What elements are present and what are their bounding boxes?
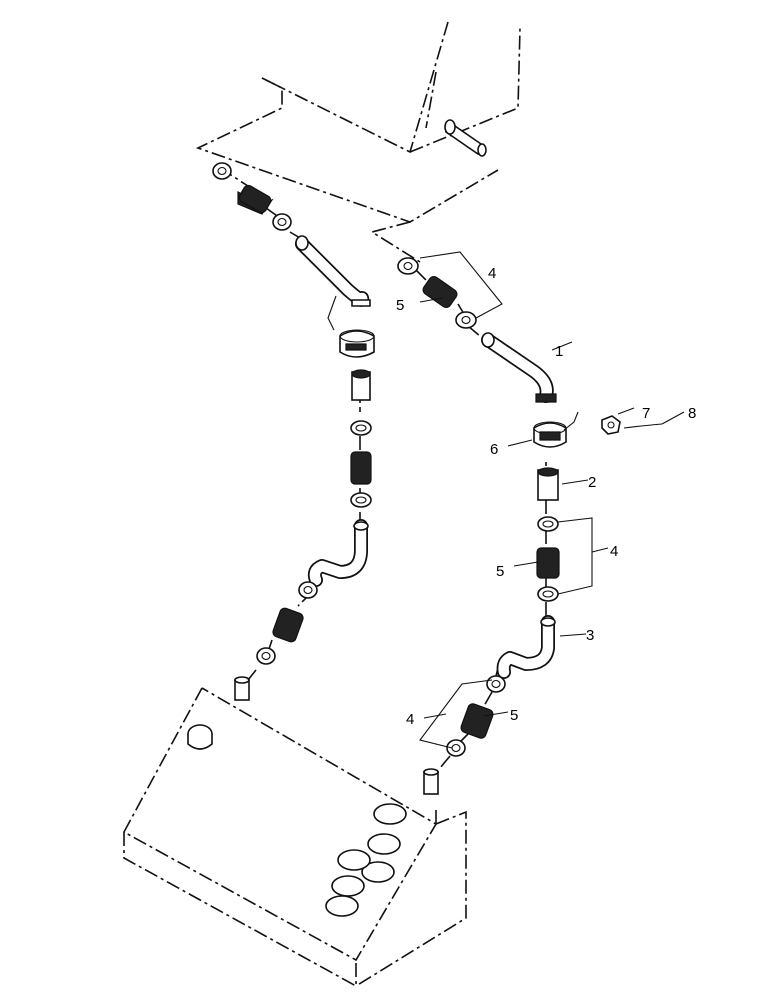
callout-7: 7 bbox=[642, 405, 650, 422]
callout-5-upper: 5 bbox=[396, 297, 404, 314]
left-valve bbox=[327, 295, 375, 358]
callout-5-middle: 5 bbox=[496, 563, 504, 580]
tank-filler-cap bbox=[187, 724, 213, 750]
lower-tank-outline bbox=[122, 687, 467, 988]
callout-1: 1 bbox=[555, 343, 563, 360]
callout-leaders bbox=[419, 251, 685, 749]
tank-round-windows bbox=[325, 803, 407, 917]
left-lower-fittings bbox=[256, 369, 372, 665]
callout-4-middle: 4 bbox=[610, 543, 618, 560]
right-lower-fittings bbox=[446, 467, 560, 757]
right-line-parts bbox=[397, 257, 557, 403]
left-line-connector bbox=[219, 167, 361, 681]
callout-6: 6 bbox=[490, 441, 498, 458]
tank-left-port bbox=[234, 676, 250, 701]
callout-2: 2 bbox=[588, 474, 596, 491]
loose-nut-and-wire bbox=[601, 415, 663, 435]
callout-8: 8 bbox=[688, 405, 696, 422]
upper-housing-outline bbox=[195, 21, 521, 263]
upper-housing-port bbox=[444, 119, 487, 157]
callout-labels: 1 2 3 4 4 4 5 5 5 6 7 8 bbox=[396, 265, 696, 728]
callout-4-lower: 4 bbox=[406, 711, 414, 728]
callout-4-upper: 4 bbox=[488, 265, 496, 282]
right-valve bbox=[533, 411, 579, 448]
callout-3: 3 bbox=[586, 627, 594, 644]
left-line-parts bbox=[212, 162, 371, 307]
tank-right-port bbox=[423, 768, 439, 795]
callout-5-lower: 5 bbox=[510, 707, 518, 724]
right-line-connector bbox=[415, 269, 547, 769]
